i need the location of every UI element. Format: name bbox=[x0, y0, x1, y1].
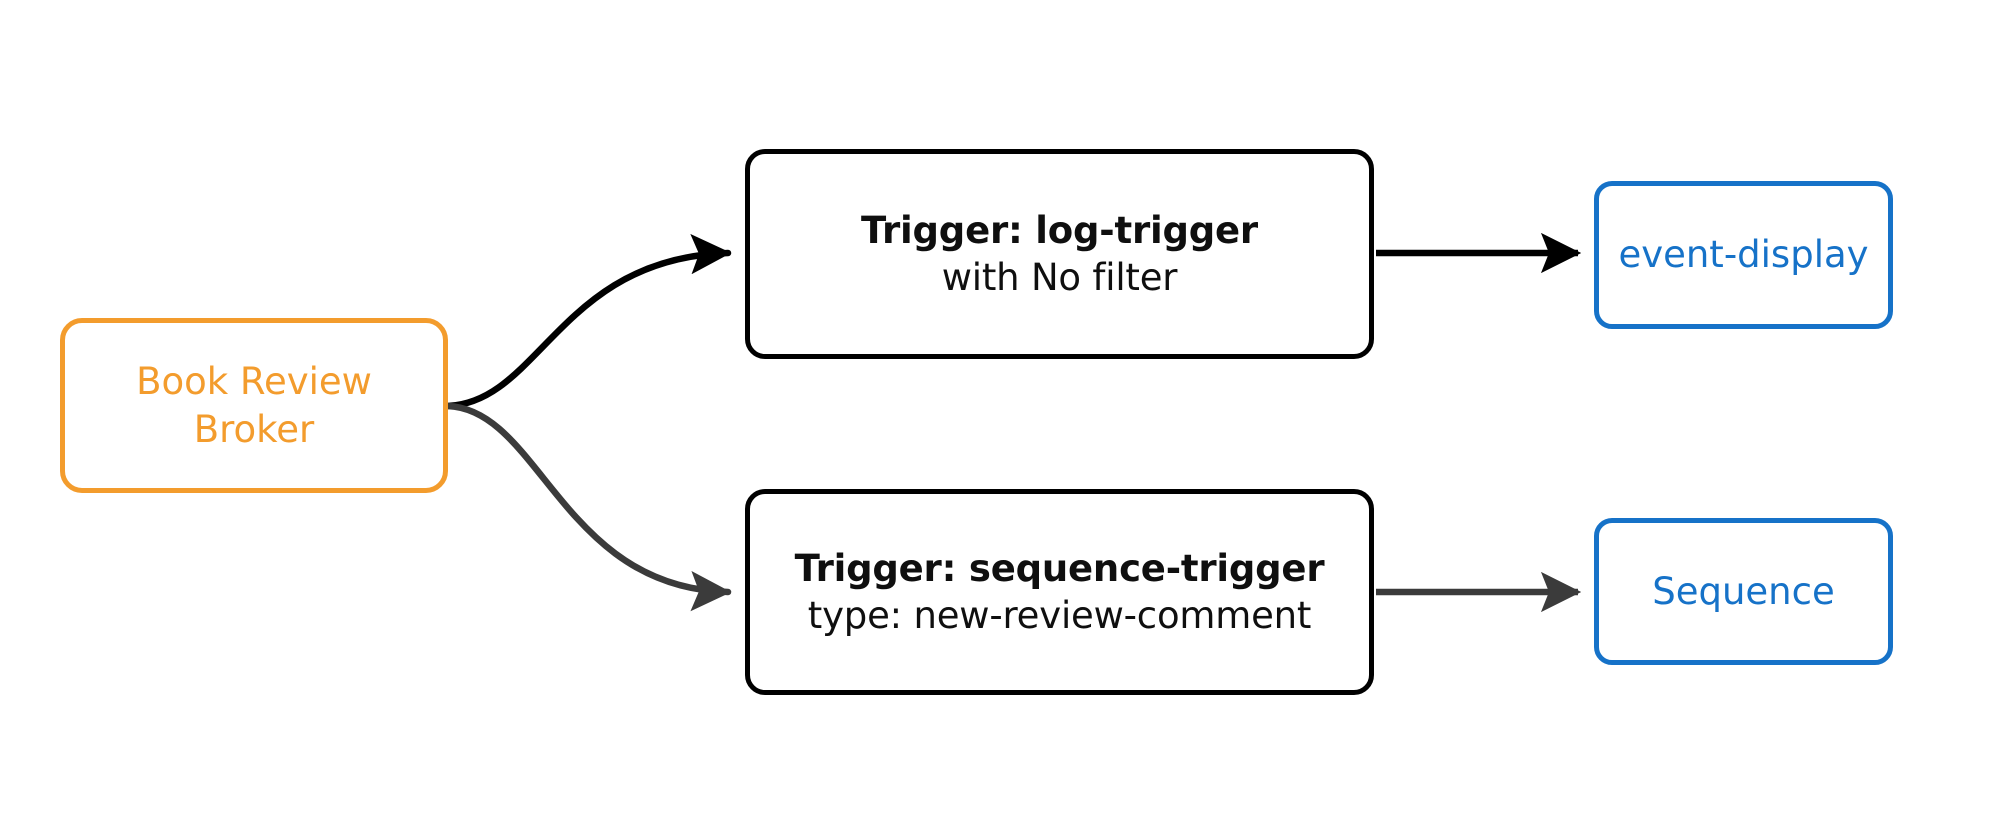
edge-broker-to-log-trigger bbox=[444, 233, 732, 410]
trigger-log-title: Trigger: log-trigger bbox=[861, 208, 1258, 252]
node-sink-sequence[interactable]: Sequence bbox=[1594, 518, 1893, 665]
trigger-sequence-title: Trigger: sequence-trigger bbox=[794, 546, 1325, 590]
broker-label-line-1: Book Review bbox=[136, 360, 372, 404]
node-trigger-log-trigger[interactable]: Trigger: log-trigger with No filter bbox=[745, 149, 1374, 359]
edge-broker-to-sequence-trigger bbox=[444, 402, 732, 612]
node-book-review-broker[interactable]: Book Review Broker bbox=[60, 318, 448, 493]
trigger-sequence-subtitle: type: new-review-comment bbox=[807, 594, 1312, 637]
broker-label-line-2: Broker bbox=[193, 407, 315, 451]
sink-sequence-label: Sequence bbox=[1652, 569, 1835, 613]
sink-event-display-label: event-display bbox=[1618, 233, 1869, 277]
node-sink-event-display[interactable]: event-display bbox=[1594, 181, 1893, 329]
node-trigger-sequence-trigger[interactable]: Trigger: sequence-trigger type: new-revi… bbox=[745, 489, 1374, 695]
trigger-log-subtitle: with No filter bbox=[941, 256, 1178, 299]
